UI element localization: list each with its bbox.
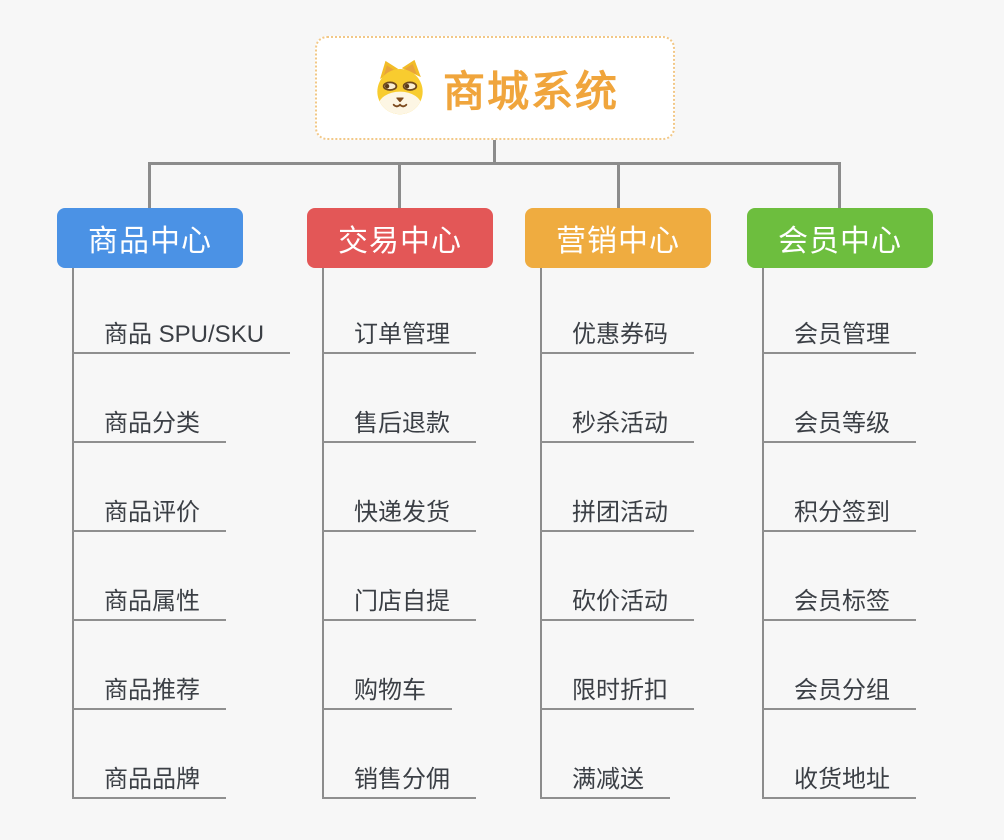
- drop-line-members: [838, 162, 841, 209]
- leaf-node[interactable]: 满减送: [540, 755, 670, 799]
- column-connector-line: [72, 268, 74, 799]
- leaf-node[interactable]: 购物车: [322, 666, 452, 710]
- leaf-node[interactable]: 秒杀活动: [540, 399, 694, 443]
- leaf-node[interactable]: 会员等级: [762, 399, 916, 443]
- leaf-node[interactable]: 商品 SPU/SKU: [72, 310, 291, 354]
- root-node[interactable]: 商城系统: [315, 36, 675, 140]
- branch-node-products[interactable]: 商品中心: [57, 208, 243, 268]
- drop-line-marketing: [617, 162, 620, 209]
- dog-face-icon: [377, 59, 423, 115]
- root-connector-line: [493, 140, 496, 163]
- branch-column-marketing: 营销中心 优惠券码 秒杀活动 拼团活动 砍价活动 限时折扣 满减送: [525, 208, 775, 808]
- column-connector-line: [540, 268, 542, 799]
- leaf-node[interactable]: 商品品牌: [72, 755, 226, 799]
- leaf-node[interactable]: 门店自提: [322, 577, 476, 621]
- leaf-node[interactable]: 销售分佣: [322, 755, 476, 799]
- column-connector-line: [762, 268, 764, 799]
- leaf-node[interactable]: 积分签到: [762, 488, 916, 532]
- leaf-node[interactable]: 会员标签: [762, 577, 916, 621]
- leaf-node[interactable]: 商品评价: [72, 488, 226, 532]
- leaf-node[interactable]: 拼团活动: [540, 488, 694, 532]
- leaf-node[interactable]: 会员分组: [762, 666, 916, 710]
- column-connector-line: [322, 268, 324, 799]
- drop-line-products: [148, 162, 151, 209]
- branch-column-trade: 交易中心 订单管理 售后退款 快递发货 门店自提 购物车 销售分佣: [307, 208, 557, 808]
- leaf-node[interactable]: 快递发货: [322, 488, 476, 532]
- leaf-node[interactable]: 订单管理: [322, 310, 476, 354]
- branch-node-members[interactable]: 会员中心: [747, 208, 933, 268]
- leaf-node[interactable]: 限时折扣: [540, 666, 694, 710]
- leaf-node[interactable]: 售后退款: [322, 399, 476, 443]
- root-title: 商城系统: [442, 67, 619, 115]
- branch-node-trade[interactable]: 交易中心: [307, 208, 493, 268]
- leaf-node[interactable]: 商品推荐: [72, 666, 226, 710]
- drop-line-trade: [398, 162, 401, 209]
- branch-column-members: 会员中心 会员管理 会员等级 积分签到 会员标签 会员分组 收货地址: [747, 208, 997, 808]
- leaf-node[interactable]: 优惠券码: [540, 310, 694, 354]
- leaf-node[interactable]: 砍价活动: [540, 577, 694, 621]
- leaf-node[interactable]: 收货地址: [762, 755, 916, 799]
- branch-rail-line: [148, 162, 841, 165]
- branch-column-products: 商品中心 商品 SPU/SKU 商品分类 商品评价 商品属性 商品推荐 商品品牌: [57, 208, 307, 808]
- branch-node-marketing[interactable]: 营销中心: [525, 208, 711, 268]
- leaf-node[interactable]: 会员管理: [762, 310, 916, 354]
- leaf-node[interactable]: 商品分类: [72, 399, 226, 443]
- leaf-node[interactable]: 商品属性: [72, 577, 226, 621]
